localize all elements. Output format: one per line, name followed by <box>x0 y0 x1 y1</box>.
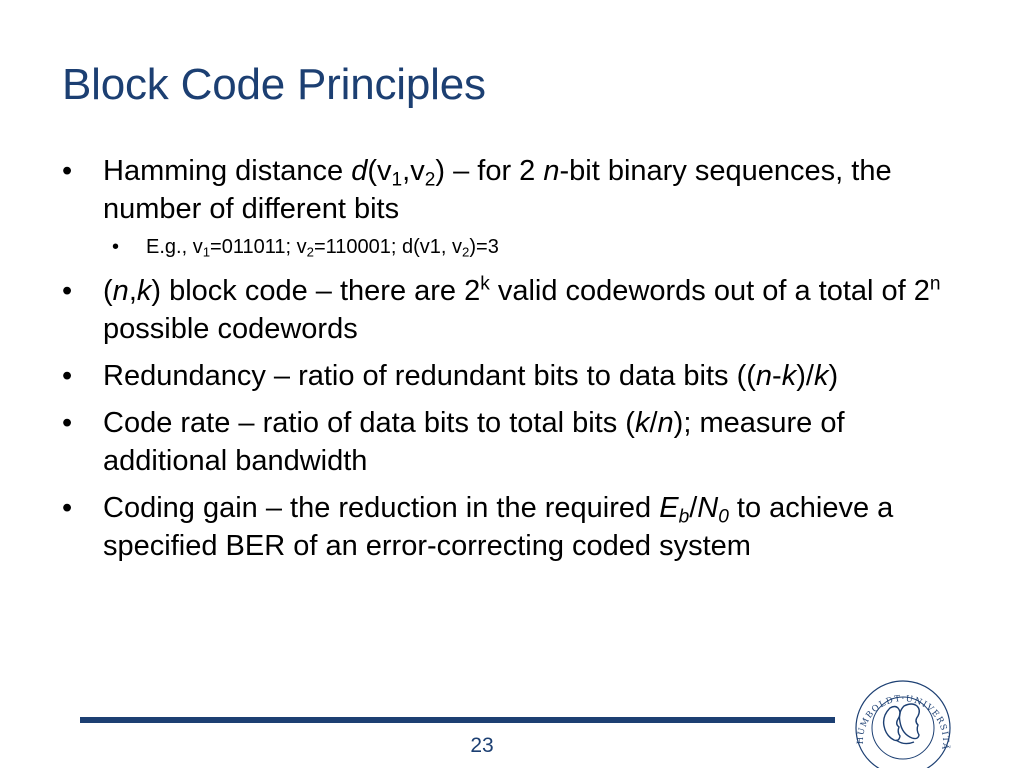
bullet-list: • Hamming distance d(v1,v2) – for 2 n-bi… <box>62 152 962 574</box>
bullet-dot: • <box>62 275 73 307</box>
page-number: 23 <box>470 734 494 757</box>
sub-bullet-dot: • <box>112 236 120 258</box>
footer-rule <box>80 717 835 723</box>
university-seal-logo: HUMBOLDT·UNIVERSITÄT·ZU·BERLIN <box>848 670 951 768</box>
slide-title: Block Code Principles <box>62 60 486 109</box>
bullet-dot: • <box>62 155 73 187</box>
bullet-dot: • <box>62 492 73 524</box>
bullet-code-rate: • Code rate – ratio of data bits to tota… <box>62 404 962 480</box>
bullet-coding-gain: • Coding gain – the reduction in the req… <box>62 489 962 565</box>
sub-bullet-example: • E.g., v1=011011; v2=110001; d(v1, v2)=… <box>112 236 499 260</box>
bullet-dot: • <box>62 360 73 392</box>
bullet-hamming-distance: • Hamming distance d(v1,v2) – for 2 n-bi… <box>62 152 962 228</box>
bullet-dot: • <box>62 407 73 439</box>
bullet-redundancy: • Redundancy – ratio of redundant bits t… <box>62 357 962 395</box>
bullet-block-code: • (n,k) block code – there are 2k valid … <box>62 273 941 345</box>
